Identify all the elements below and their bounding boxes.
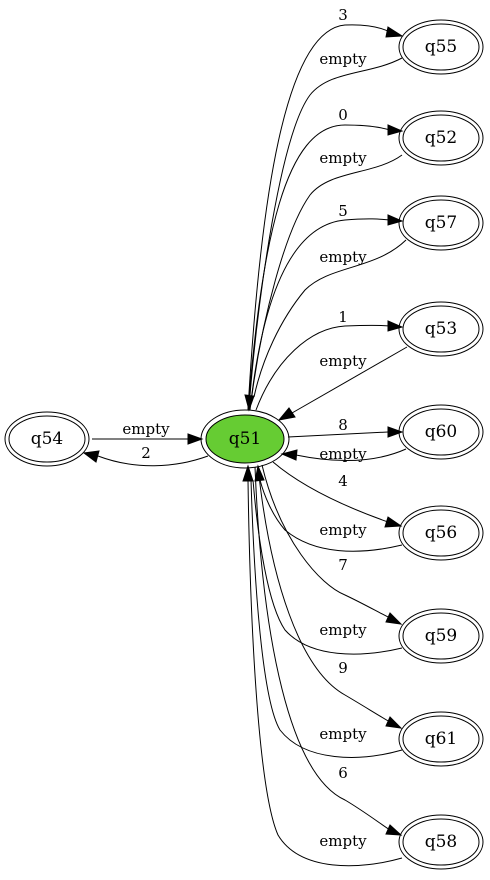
node-label-q60: q60 xyxy=(425,422,458,442)
node-q60: q60 xyxy=(398,404,484,460)
edge-label-q61-to-q51: empty xyxy=(319,725,367,743)
edge-label-q51-to-q56: 4 xyxy=(338,472,348,490)
node-q55: q55 xyxy=(398,19,484,75)
node-label-q53: q53 xyxy=(425,319,458,339)
edge-label-q51-to-q58: 6 xyxy=(338,764,348,782)
node-label-q61: q61 xyxy=(425,729,458,749)
edge-label-q51-to-q59: 7 xyxy=(338,556,348,574)
node-label-q57: q57 xyxy=(425,213,458,233)
node-q53: q53 xyxy=(398,301,484,357)
edge-label-q58-to-q51: empty xyxy=(319,832,367,850)
edge-label-q51-to-q61: 9 xyxy=(338,659,348,677)
node-q54: q54 xyxy=(4,411,90,467)
edge-label-q54-to-q51: empty xyxy=(122,420,170,438)
node-label-q56: q56 xyxy=(425,523,458,543)
edge-q60-to-q51: empty xyxy=(280,445,407,463)
node-q56: q56 xyxy=(398,505,484,561)
node-label-q59: q59 xyxy=(425,626,458,646)
edge-label-q51-to-q57: 5 xyxy=(338,202,348,220)
edge-q51-to-q53: 1 xyxy=(255,308,404,411)
edge-q56-to-q51: empty xyxy=(254,464,403,552)
edge-q51-to-q54: 2 xyxy=(82,444,209,467)
node-q57: q57 xyxy=(398,195,484,251)
edge-label-q51-to-q60: 8 xyxy=(338,416,348,434)
edge-label-q60-to-q51: empty xyxy=(319,445,367,463)
edge-label-q59-to-q51: empty xyxy=(319,621,367,639)
edge-q51-to-q61: 9 xyxy=(257,466,403,729)
node-label-q58: q58 xyxy=(425,832,458,852)
edge-label-q51-to-q54: 2 xyxy=(141,444,151,462)
edge-q51-to-q60: 8 xyxy=(287,416,404,438)
edge-label-q57-to-q51: empty xyxy=(319,248,367,266)
node-label-q55: q55 xyxy=(425,37,458,57)
edge-label-q53-to-q51: empty xyxy=(319,352,367,370)
edge-label-q51-to-q52: 0 xyxy=(338,106,348,124)
edge-label-q55-to-q51: empty xyxy=(319,50,367,68)
edge-q53-to-q51: empty xyxy=(277,346,408,421)
edge-label-q52-to-q51: empty xyxy=(319,149,367,167)
edge-q51-to-q52: 0 xyxy=(247,106,404,411)
node-label-q51: q51 xyxy=(229,429,262,449)
edge-q51-to-q57: 5 xyxy=(249,202,404,411)
edge-label-q56-to-q51: empty xyxy=(319,521,367,539)
edge-q61-to-q51: empty xyxy=(250,479,403,758)
node-label-q52: q52 xyxy=(425,128,458,148)
edge-label-q51-to-q53: 1 xyxy=(338,308,348,326)
node-q59: q59 xyxy=(398,608,484,664)
edge-q51-to-q56: 4 xyxy=(272,461,403,528)
edge-q51-to-q59: 7 xyxy=(261,464,403,625)
edge-q57-to-q51: empty xyxy=(253,239,407,398)
node-q61: q61 xyxy=(398,711,484,767)
edge-q54-to-q51: empty xyxy=(92,420,204,445)
edge-q51-to-q58: 6 xyxy=(254,466,403,836)
node-q58: q58 xyxy=(398,814,484,870)
edge-q51-to-q55: 3 xyxy=(247,6,404,411)
node-q51: q51 xyxy=(200,409,290,469)
edge-q58-to-q51: empty xyxy=(242,464,403,867)
node-q52: q52 xyxy=(398,110,484,166)
edge-label-q51-to-q55: 3 xyxy=(338,6,348,24)
node-label-q54: q54 xyxy=(31,429,64,449)
